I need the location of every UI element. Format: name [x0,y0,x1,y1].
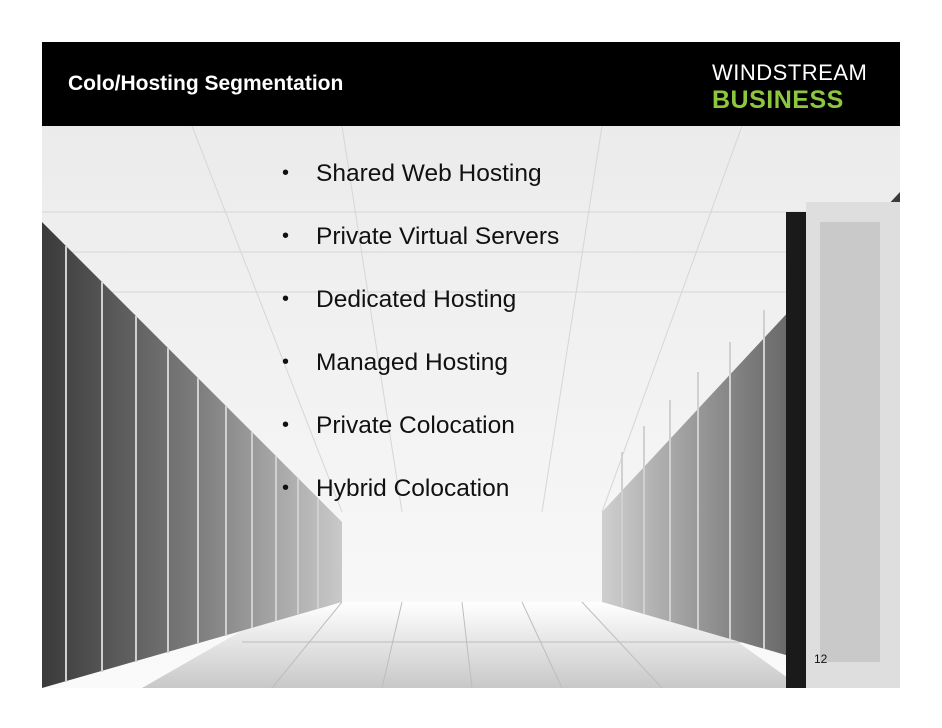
bullet-text: Dedicated Hosting [316,285,517,313]
page-number: 12 [814,652,828,666]
bullet-list: • Shared Web Hosting • Private Virtual Ser… [282,142,559,520]
bullet-item: • Private Virtual Servers [282,205,559,268]
bullet-item: • Dedicated Hosting [282,268,559,331]
slide: Colo/Hosting Segmentation WINDSTREAM BUS… [42,42,900,688]
bullet-marker: • [282,351,290,373]
bullet-item: • Private Colocation [282,394,559,457]
bullet-marker: • [282,225,290,247]
bullet-marker: • [282,162,290,184]
bullet-text: Private Virtual Servers [316,222,560,250]
bullet-text: Managed Hosting [316,348,509,376]
windstream-logo: WINDSTREAM BUSINESS [712,56,882,116]
bullet-item: • Managed Hosting [282,331,559,394]
bullet-item: • Shared Web Hosting [282,142,559,205]
bullet-text: Private Colocation [316,411,515,439]
bullet-text: Hybrid Colocation [316,474,510,502]
logo-text-top: WINDSTREAM [712,60,868,85]
slide-title: Colo/Hosting Segmentation [68,72,344,95]
bullet-marker: • [282,288,290,310]
server-room-image [42,42,900,688]
bullet-item: • Hybrid Colocation [282,457,559,520]
title-bar: Colo/Hosting Segmentation WINDSTREAM BUS… [42,42,900,126]
bullet-text: Shared Web Hosting [316,159,542,187]
bullet-marker: • [282,414,290,436]
logo-text-bottom: BUSINESS [712,86,844,114]
bullet-marker: • [282,477,290,499]
